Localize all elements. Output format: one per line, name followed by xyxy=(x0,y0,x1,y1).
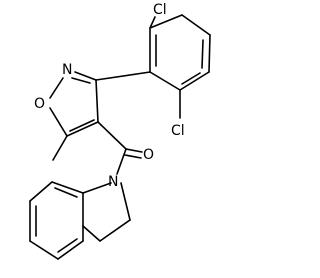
carbonyl-oxygen-label: O xyxy=(143,147,154,163)
isoxazole-oxygen-label: O xyxy=(34,96,45,112)
carbonyl-carbon-bond xyxy=(97,121,127,150)
cl-top-bond xyxy=(149,16,156,29)
phenyl-isoxazole-bond xyxy=(95,71,151,81)
isoxazole-nitrogen-label: N xyxy=(62,62,72,78)
structure-canvas: Cl Cl N O O N xyxy=(29,2,211,260)
chemical-structure-diagram: Cl Cl N O O N xyxy=(29,2,211,260)
indoline-nitrogen-label: N xyxy=(108,174,118,190)
carbonyl-double-bond-2 xyxy=(124,154,142,159)
methyl-bond xyxy=(52,135,68,161)
chlorine-top-label: Cl xyxy=(153,2,167,18)
isoxazole-ring xyxy=(49,71,99,137)
carbonyl-double-bond-1 xyxy=(125,148,143,153)
amide-bond xyxy=(116,148,127,175)
dichlorophenyl-ring xyxy=(149,14,211,91)
chlorine-bottom-label: Cl xyxy=(171,123,185,139)
indoline-system xyxy=(29,181,131,260)
